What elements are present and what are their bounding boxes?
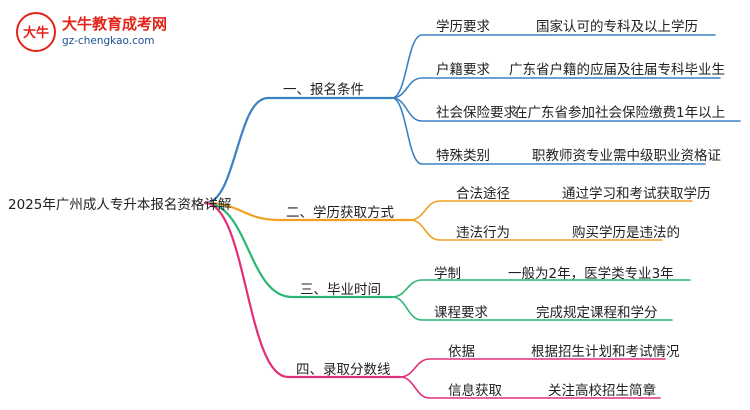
branch-leaf-connector <box>391 279 691 298</box>
leaf-value: 关注高校招生简章 <box>548 383 656 399</box>
root-branch-connector <box>203 96 394 205</box>
branch-leaf-connector <box>391 77 721 99</box>
branch-label[interactable]: 三、毕业时间 <box>300 282 381 298</box>
root-branch-connector <box>203 201 394 299</box>
logo-mark-text: 大牛 <box>23 25 49 41</box>
leaf-key[interactable]: 依据 <box>448 344 475 360</box>
branch-leaf-connector <box>391 97 706 165</box>
root-branch-connector <box>203 201 402 379</box>
leaf-key[interactable]: 课程要求 <box>434 305 488 321</box>
logo-mark-icon: 大牛 <box>16 12 56 52</box>
root-branch-connector <box>203 201 412 222</box>
leaf-value: 广东省户籍的应届及往届专科毕业生 <box>509 62 725 78</box>
branch-leaf-connector <box>399 376 661 399</box>
leaf-value: 根据招生计划和考试情况 <box>531 344 680 360</box>
leaf-key[interactable]: 户籍要求 <box>436 62 490 78</box>
leaf-key[interactable]: 学历要求 <box>436 19 490 35</box>
leaf-key[interactable]: 违法行为 <box>456 225 510 241</box>
branch-leaf-connector <box>391 296 673 321</box>
logo-name: 大牛教育成考网 <box>62 15 168 33</box>
leaf-value: 国家认可的专科及以上学历 <box>536 19 698 35</box>
leaf-key[interactable]: 特殊类别 <box>436 148 490 164</box>
branch-leaf-connector <box>409 219 663 241</box>
site-logo[interactable]: 大牛 大牛教育成考网 gz-chengkao.com <box>14 10 174 54</box>
leaf-value: 购买学历是违法的 <box>572 225 680 241</box>
logo-url: gz-chengkao.com <box>62 35 155 47</box>
branch-leaf-connector <box>399 358 666 378</box>
leaf-value: 完成规定课程和学分 <box>536 305 658 321</box>
leaf-key[interactable]: 社会保险要求 <box>436 105 517 121</box>
branch-leaf-connector <box>409 200 693 221</box>
leaf-value: 职教师资专业需中级职业资格证 <box>532 148 721 164</box>
branch-leaf-connector <box>391 97 741 122</box>
branch-label[interactable]: 二、学历获取方式 <box>286 205 394 221</box>
branch-label[interactable]: 一、报名条件 <box>283 82 364 98</box>
branch-leaf-connector <box>391 34 716 99</box>
leaf-value: 一般为2年，医学类专业3年 <box>508 266 674 282</box>
leaf-value: 在广东省参加社会保险缴费1年以上 <box>514 105 726 121</box>
leaf-key[interactable]: 信息获取 <box>448 383 502 399</box>
branch-label[interactable]: 四、录取分数线 <box>296 362 391 378</box>
leaf-key[interactable]: 学制 <box>434 266 461 282</box>
leaf-key[interactable]: 合法途径 <box>456 186 510 202</box>
root-topic[interactable]: 2025年广州成人专升本报名资格详解 <box>8 197 232 213</box>
leaf-value: 通过学习和考试获取学历 <box>562 186 711 202</box>
